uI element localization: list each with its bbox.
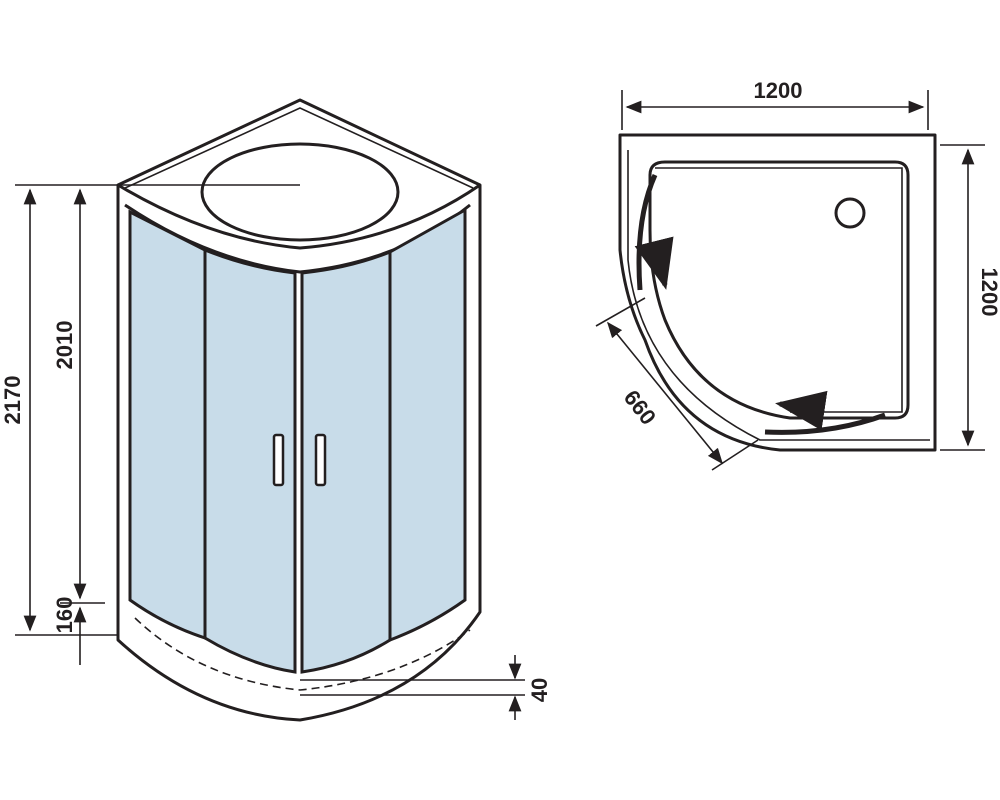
glass-door-left[interactable] [203,247,297,674]
tray-outline-dashed [134,617,471,691]
dim-extension-opening-bottom [711,439,759,471]
dim-width: 1200 [754,78,803,103]
dim-tray-height: 160 [52,597,77,634]
roof-top [124,107,474,189]
dim-cabin-height: 2010 [52,321,77,370]
glass-panel-left[interactable] [128,209,207,641]
door-handle-left[interactable] [272,433,285,487]
dim-total-height: 2170 [0,376,25,425]
dim-door-opening: 660 [619,385,661,429]
door-handle-right[interactable] [314,433,327,487]
dim-tray-depth: 40 [527,678,552,702]
dim-line-door-opening [606,321,724,465]
drain-icon [834,197,866,229]
door-direction-arrow-down [634,236,674,290]
door-direction-arrow-left [775,390,828,431]
roof-front-edge [117,183,481,250]
dim-depth: 1200 [977,268,1000,317]
sliding-door-bottom[interactable] [764,412,886,435]
rain-shower-head [200,142,400,242]
tray-outer [618,133,937,452]
plan-view: 1200 1200 660 [595,78,1000,471]
tray-inner [648,160,910,420]
door-rail [627,150,930,441]
glass-panel-right[interactable] [388,207,467,643]
dim-extension-opening-top [595,297,646,327]
front-view: 2170 2010 160 40 [0,98,552,722]
tray-inner-line [655,167,903,413]
